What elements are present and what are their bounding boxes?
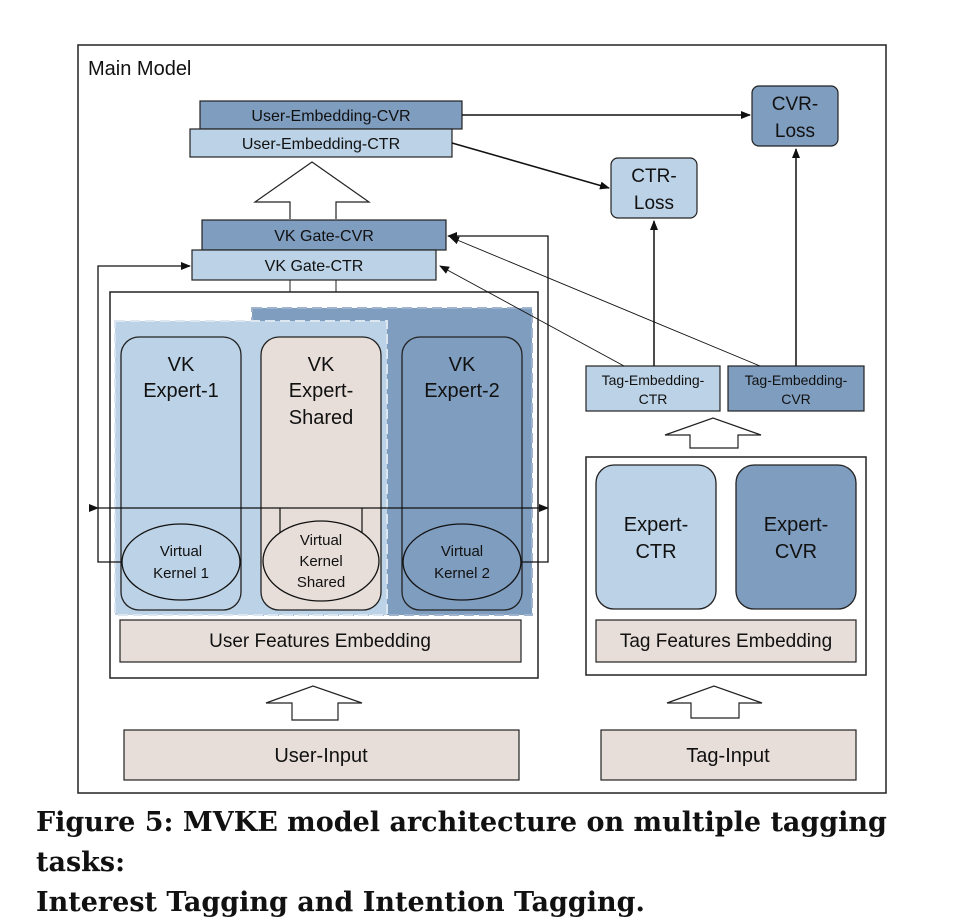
vk-expert-2-label-1: VK — [449, 354, 476, 376]
user-features-embedding-box — [119, 619, 522, 663]
vk-gate-cvr-label: VK Gate-CVR — [274, 228, 374, 245]
virtual-kernel-shared-label-2: Kernel — [299, 553, 342, 570]
vk-expert-1-label-2: Expert-1 — [143, 380, 219, 402]
vk-gate-ctr-label: VK Gate-CTR — [265, 258, 364, 275]
user-embedding-ctr-box — [189, 128, 453, 158]
mvke-architecture-diagram: Main Model User-Embedding-CVR User-Embed… — [77, 44, 887, 794]
tag-embedding-cvr-box — [727, 365, 865, 412]
kernel-connector-right — [447, 232, 549, 563]
virtual-kernel-shared-label-3: Shared — [297, 574, 345, 591]
virtual-kernel-2-label-1: Virtual — [441, 543, 483, 560]
user-embedding-cvr-label: User-Embedding-CVR — [251, 108, 410, 125]
ctr-loss-label-1: CTR- — [631, 166, 676, 187]
vk-expert-1-label-1: VK — [168, 354, 195, 376]
tag-embedding-ctr-box — [585, 365, 721, 412]
up-arrow-gate-to-embedding — [253, 161, 371, 219]
user-section-frame — [109, 291, 539, 679]
main-model-title: Main Model — [88, 58, 191, 80]
arrow-user-ctr-to-ctr-loss — [451, 142, 610, 190]
vk-gate-cvr-box — [201, 219, 447, 251]
user-features-embedding-label: User Features Embedding — [209, 631, 431, 652]
tag-embedding-ctr-label-1: Tag-Embedding- — [602, 372, 705, 388]
kernel-connector-left — [97, 262, 191, 563]
up-arrow-tag-experts — [664, 417, 762, 449]
vk-expert-shared-label-3: Shared — [289, 407, 354, 429]
tag-input-box — [600, 729, 857, 781]
tag-embedding-ctr-label-2: CTR — [639, 391, 668, 407]
user-embedding-ctr-label: User-Embedding-CTR — [242, 136, 400, 153]
virtual-kernel-1-label-1: Virtual — [160, 543, 202, 560]
vk-gate-ctr-box — [191, 249, 437, 281]
expert-ctr-label-2: CTR — [635, 541, 676, 563]
up-arrow-tag-input — [666, 685, 763, 719]
caption-line-2: Interest Tagging and Intention Tagging. — [36, 887, 645, 918]
tag-embedding-cvr-label-1: Tag-Embedding- — [745, 372, 848, 388]
cvr-loss-label-2: Loss — [775, 121, 815, 142]
virtual-kernel-shared — [262, 520, 380, 602]
virtual-kernel-shared-label-1: Virtual — [300, 532, 342, 549]
virtual-kernel-2-label-2: Kernel 2 — [434, 565, 490, 582]
vk-expert-2-label-2: Expert-2 — [424, 380, 500, 402]
up-arrow-user-input — [265, 685, 363, 721]
caption-line-1: Figure 5: MVKE model architecture on mul… — [36, 807, 887, 878]
tag-features-embedding-box — [595, 619, 857, 663]
tag-embedding-cvr-label-2: CVR — [781, 391, 811, 407]
vk-expert-shared-label-1: VK — [308, 354, 335, 376]
arrow-tag-ctr-to-gate-ctr — [439, 265, 625, 367]
ctr-loss-box — [610, 157, 698, 219]
expert-ctr-label-1: Expert- — [624, 514, 688, 536]
virtual-kernel-1 — [121, 523, 241, 601]
ctr-loss-label-2: Loss — [634, 193, 674, 214]
tag-features-embedding-label: Tag Features Embedding — [620, 631, 832, 652]
expert-cvr-box — [735, 464, 857, 610]
figure-caption: Figure 5: MVKE model architecture on mul… — [36, 803, 946, 923]
virtual-kernel-2 — [402, 523, 522, 601]
user-input-box — [123, 729, 520, 781]
vk-expert-shared-label-2: Expert- — [289, 380, 353, 402]
arrow-tag-cvr-to-gate-cvr — [449, 236, 761, 367]
main-model-frame — [77, 44, 887, 794]
expert-cvr-label-2: CVR — [775, 541, 817, 563]
expert-ctr-box — [595, 464, 717, 610]
user-input-label: User-Input — [274, 745, 368, 767]
tag-section-frame — [585, 456, 867, 676]
cvr-loss-box — [751, 85, 839, 147]
tag-input-label: Tag-Input — [686, 745, 770, 767]
cvr-loss-label-1: CVR- — [772, 94, 818, 115]
virtual-kernel-1-label-2: Kernel 1 — [153, 565, 209, 582]
expert-cvr-label-1: Expert- — [764, 514, 828, 536]
